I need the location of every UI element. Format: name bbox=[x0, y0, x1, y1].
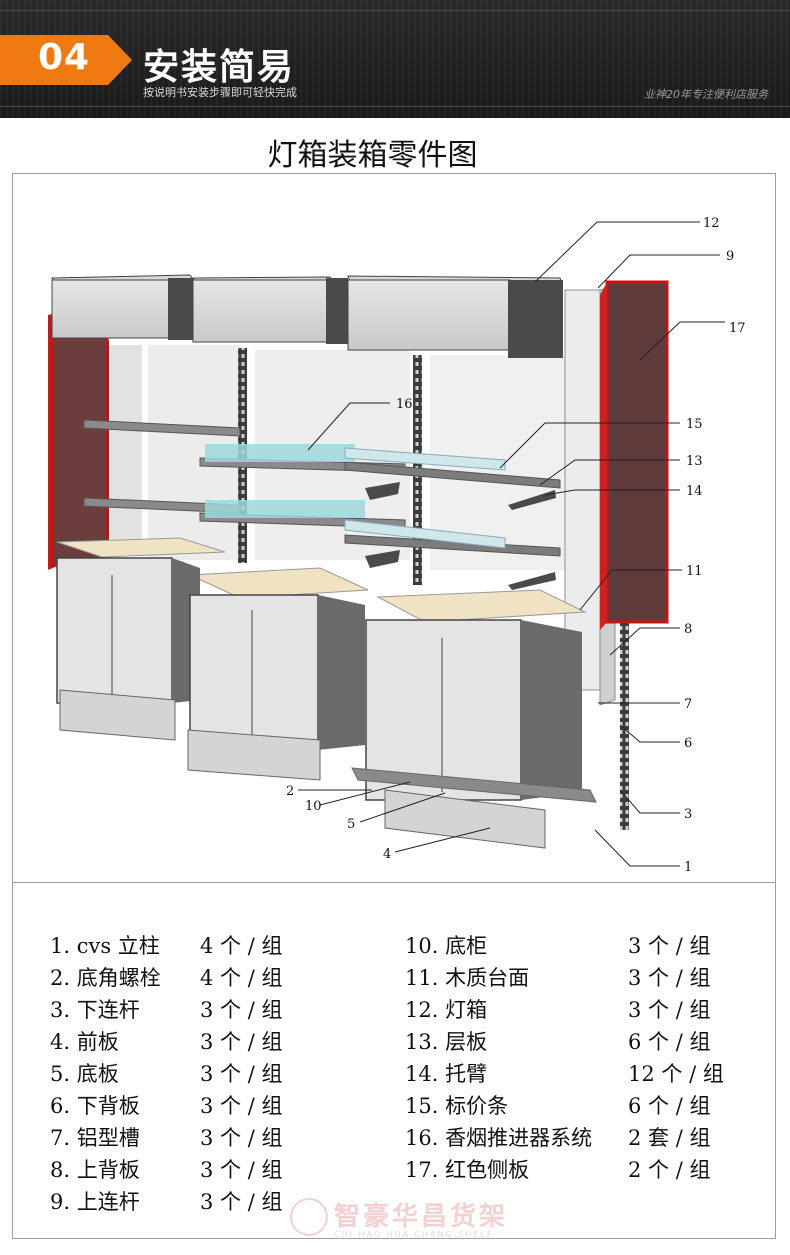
part-qty: 4 个 / 组 bbox=[200, 966, 283, 990]
part-qty: 3 个 / 组 bbox=[200, 1126, 283, 1150]
part-name: 1. cvs 立柱 bbox=[50, 934, 160, 958]
part-qty: 6 个 / 组 bbox=[628, 1030, 711, 1054]
callout-13: 13 bbox=[686, 454, 703, 469]
diagram-frame bbox=[12, 173, 776, 1239]
part-qty: 2 个 / 组 bbox=[628, 1158, 711, 1182]
cigarette-pusher-system bbox=[205, 444, 506, 549]
callout-16: 16 bbox=[396, 397, 413, 412]
callout-14: 14 bbox=[686, 484, 703, 499]
part-name: 15. 标价条 bbox=[405, 1094, 509, 1118]
callout-1: 1 bbox=[684, 860, 692, 875]
callout-7: 7 bbox=[684, 697, 692, 712]
callout-5: 5 bbox=[347, 817, 355, 832]
part-name: 9. 上连杆 bbox=[50, 1190, 140, 1214]
watermark-text: 智豪华昌货架 bbox=[334, 1202, 509, 1232]
part-name: 4. 前板 bbox=[50, 1030, 119, 1054]
watermark-seal-icon bbox=[290, 1198, 328, 1236]
callout-6: 6 bbox=[684, 736, 692, 751]
support-arms bbox=[365, 482, 556, 590]
part-name: 3. 下连杆 bbox=[50, 998, 140, 1022]
part-qty: 3 个 / 组 bbox=[628, 966, 711, 990]
banner-bottom-rule bbox=[0, 106, 790, 107]
part-qty: 6 个 / 组 bbox=[628, 1094, 711, 1118]
part-qty: 3 个 / 组 bbox=[200, 1158, 283, 1182]
part-name: 8. 上背板 bbox=[50, 1158, 140, 1182]
part-qty: 3 个 / 组 bbox=[628, 998, 711, 1022]
callout-10: 10 bbox=[305, 799, 322, 814]
part-name: 10. 底柜 bbox=[405, 934, 488, 958]
section-title: 安装简易 bbox=[143, 47, 296, 88]
wooden-countertops bbox=[56, 537, 587, 623]
part-name: 14. 托臂 bbox=[405, 1062, 488, 1086]
brand-tagline: 业神20年专注便利店服务 bbox=[644, 88, 768, 101]
part-name: 11. 木质台面 bbox=[405, 966, 530, 990]
callout-9: 9 bbox=[726, 249, 734, 264]
part-qty: 3 个 / 组 bbox=[200, 998, 283, 1022]
base-plates bbox=[59, 689, 597, 849]
part-name: 2. 底角螺栓 bbox=[50, 966, 161, 990]
base-cabinets bbox=[56, 557, 582, 801]
diagram-title: 灯箱装箱零件图 bbox=[267, 138, 478, 173]
banner-texture bbox=[0, 0, 790, 118]
part-name: 17. 红色侧板 bbox=[405, 1158, 530, 1182]
part-qty: 12 个 / 组 bbox=[628, 1062, 724, 1086]
red-side-panels bbox=[48, 280, 669, 630]
part-qty: 2 套 / 组 bbox=[628, 1126, 711, 1150]
callout-4: 4 bbox=[383, 847, 391, 862]
callout-2: 2 bbox=[286, 784, 294, 799]
part-qty: 3 个 / 组 bbox=[200, 1030, 283, 1054]
watermark-subtext: CHI HAO HUA CHANG SHELF bbox=[334, 1230, 494, 1239]
part-name: 6. 下背板 bbox=[50, 1094, 140, 1118]
part-qty: 3 个 / 组 bbox=[628, 934, 711, 958]
callout-12: 12 bbox=[703, 216, 720, 231]
callout-leaders bbox=[298, 221, 725, 867]
part-qty: 4 个 / 组 bbox=[200, 934, 283, 958]
section-number: 04 bbox=[38, 37, 91, 78]
banner-top-rule bbox=[0, 10, 790, 11]
callout-8: 8 bbox=[684, 622, 692, 637]
part-qty: 3 个 / 组 bbox=[200, 1094, 283, 1118]
brand-watermark: 智豪华昌货架 CHI HAO HUA CHANG SHELF bbox=[290, 1192, 550, 1247]
part-name: 13. 层板 bbox=[405, 1030, 488, 1054]
callout-17: 17 bbox=[729, 321, 746, 336]
frame-divider bbox=[12, 882, 776, 883]
callout-3: 3 bbox=[684, 807, 692, 822]
part-name: 16. 香烟推进器系统 bbox=[405, 1126, 593, 1150]
callout-15: 15 bbox=[686, 417, 703, 432]
part-qty: 3 个 / 组 bbox=[200, 1062, 283, 1086]
part-name: 12. 灯箱 bbox=[405, 998, 488, 1022]
callout-11: 11 bbox=[686, 564, 703, 579]
part-name: 7. 铝型槽 bbox=[50, 1126, 140, 1150]
light-boxes bbox=[51, 274, 563, 358]
header-banner: 04 安装简易 按说明书安装步骤即可轻快完成 业神20年专注便利店服务 bbox=[0, 0, 790, 118]
part-qty: 3 个 / 组 bbox=[200, 1190, 283, 1214]
part-name: 5. 底板 bbox=[50, 1062, 119, 1086]
section-number-badge bbox=[0, 35, 132, 85]
section-subtitle: 按说明书安装步骤即可轻快完成 bbox=[143, 86, 297, 99]
